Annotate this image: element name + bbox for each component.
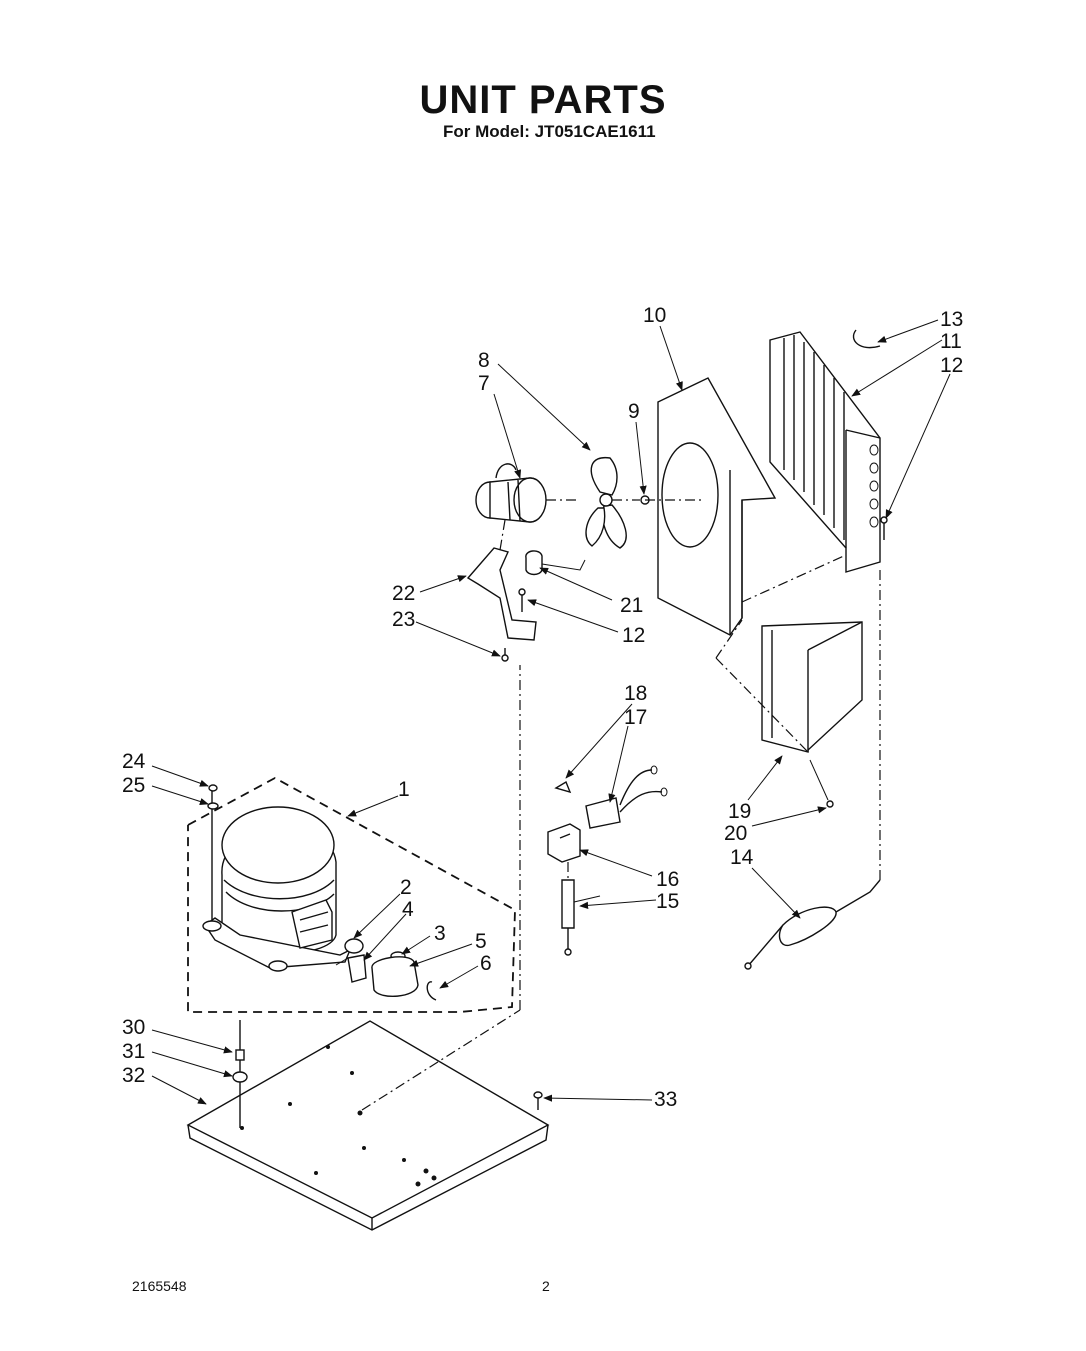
callout-10: 10 [643,304,666,327]
callout-2: 2 [400,876,412,899]
callout-3: 3 [434,922,446,945]
callout-25: 25 [122,774,145,797]
callout-4: 4 [402,898,414,921]
air-barrier [715,619,863,808]
callout-33: 33 [654,1088,677,1111]
callout-20: 20 [724,822,747,845]
document-number: 2165548 [132,1278,187,1294]
callout-16: 16 [656,868,679,891]
callout-1: 1 [398,778,410,801]
callout-11: 11 [940,330,962,353]
callout-22: 22 [392,582,415,605]
power-cord-plug [585,797,621,829]
callout-labels: 1 2 3 4 5 6 7 8 9 10 11 12 13 14 15 16 1… [122,304,963,1111]
callout-8: 8 [478,349,490,372]
callout-23: 23 [392,608,415,631]
callout-5: 5 [475,930,487,953]
callout-30: 30 [122,1016,145,1039]
base-pan [186,665,550,1231]
fan-shroud [645,377,847,636]
callout-12-coil: 12 [940,354,963,377]
condenser-coil [769,329,888,880]
switch [547,823,581,863]
callout-24: 24 [122,750,146,773]
callout-17: 17 [624,706,647,729]
page-title: UNIT PARTS [419,78,667,122]
electrical-parts [547,765,668,956]
callout-31: 31 [122,1040,145,1063]
motor-bracket [466,547,537,641]
callout-19: 19 [728,800,751,823]
callout-7: 7 [478,372,490,395]
overload-protector [344,938,364,954]
fan-blade [590,456,618,496]
compressor-group [187,776,516,1013]
fan-motor-assembly [466,456,650,662]
callout-12-bracket: 12 [622,624,645,647]
callout-13: 13 [940,308,963,331]
filter-drier [744,879,881,970]
relay [347,954,367,983]
callout-18: 18 [624,682,647,705]
terminal-cover [371,956,419,997]
callout-14: 14 [730,846,754,869]
model-subtitle: For Model: JT051CAE1611 [443,122,656,141]
thermostat [561,879,575,929]
page-number: 2 [542,1278,550,1294]
callout-6: 6 [480,952,492,975]
callout-21: 21 [620,594,643,617]
callout-32: 32 [122,1064,145,1087]
leader-lines [151,319,951,1105]
callout-9: 9 [628,400,640,423]
callout-15: 15 [656,890,679,913]
